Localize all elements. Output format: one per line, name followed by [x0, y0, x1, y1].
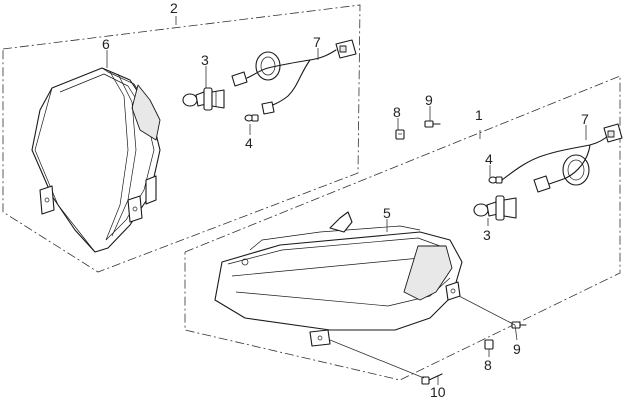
- upper-headlight-assembly: [31, 67, 161, 253]
- nut-center: [395, 129, 405, 140]
- callout-headlight-lower: 5: [383, 205, 391, 221]
- upper-main-bulb: [182, 87, 225, 111]
- callout-position-bulb-upper: 4: [245, 135, 253, 151]
- callout-group-1: 1: [475, 107, 483, 123]
- group-2-boundary: [2, 4, 361, 273]
- lower-main-bulb: [473, 195, 517, 221]
- lower-headlight-assembly: [214, 211, 463, 347]
- callout-harness-upper: 7: [313, 34, 321, 50]
- callout-position-bulb-lower: 4: [485, 151, 493, 167]
- callout-bulb-lower: 3: [483, 227, 491, 243]
- upper-position-bulb: [244, 114, 259, 122]
- bolt: [421, 373, 443, 385]
- callout-headlight-upper: 6: [102, 36, 110, 52]
- lower-position-bulb: [488, 176, 503, 184]
- callout-harness-lower: 7: [581, 111, 589, 127]
- screw-lower: [511, 321, 527, 329]
- callout-nut-lower: 8: [484, 357, 492, 373]
- upper-wiring-harness: [231, 39, 357, 115]
- callout-screw-lower: 9: [513, 341, 521, 357]
- callout-bulb-upper: 3: [201, 52, 209, 68]
- group-1-boundary: [184, 75, 621, 381]
- leader-lines: [106, 48, 587, 385]
- callout-labels: 2 1 6 5 3 3 4 4 7 7 8 9 8 9 10: [102, 0, 589, 400]
- nut-lower: [484, 339, 494, 350]
- callout-group-2: 2: [170, 0, 178, 16]
- lower-wiring-harness: [501, 123, 623, 193]
- callout-screw-center: 9: [425, 92, 433, 108]
- callout-nut-center: 8: [393, 104, 401, 120]
- callout-bolt: 10: [430, 384, 446, 400]
- screw-center: [424, 120, 441, 128]
